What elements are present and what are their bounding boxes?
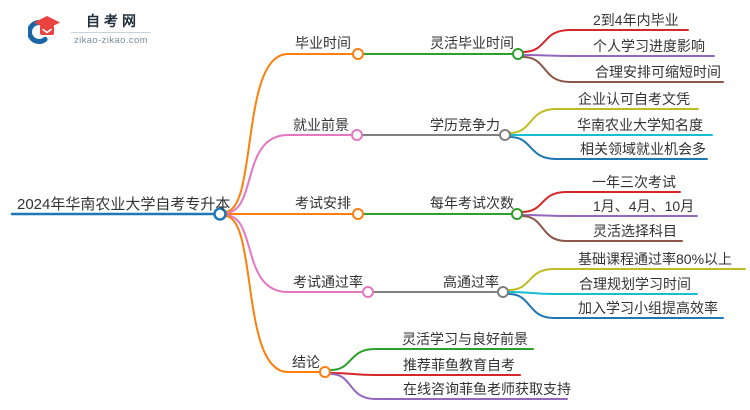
leaf-three-exams-per-year: 一年三次考试 (592, 174, 676, 190)
pass-rate-circle[interactable] (362, 286, 374, 298)
leaf-personal-study-pace: 个人学习进度影响 (593, 38, 705, 54)
leaf-recommend-feiyu-education: 推荐菲鱼教育自考 (403, 357, 515, 373)
link-personal-study-pace (522, 54, 715, 57)
link-graduate-in-2-4-years (522, 29, 689, 53)
root-node-label: 2024年华南农业大学自考专升本 (17, 196, 230, 213)
link-graduation-time (224, 53, 353, 213)
link-exam-months (521, 214, 698, 217)
leaf-online-consult-feiyu: 在线咨询菲鱼老师获取支持 (403, 381, 571, 397)
site-logo: 自考网 zikao-zikao.com (28, 13, 151, 46)
node-flexible-graduation-time: 灵活毕业时间 (430, 35, 514, 51)
link-flexible-subject-choice (521, 215, 683, 242)
root-node-circle[interactable] (213, 207, 227, 221)
degree-competitiveness-circle[interactable] (499, 129, 511, 141)
logo-divider (71, 31, 151, 33)
link-recommend-feiyu-education (330, 372, 521, 376)
graduation-time-circle[interactable] (352, 48, 364, 60)
branch-employment-prospects: 就业前景 (293, 117, 349, 133)
link-study-group (508, 293, 724, 319)
link-conclusion (224, 215, 320, 373)
link-online-consult-feiyu (330, 373, 568, 400)
link-pass-rate (224, 214, 363, 293)
node-degree-competitiveness: 学历竞争力 (430, 117, 500, 133)
leaf-study-group: 加入学习小组提高效率 (578, 300, 718, 316)
link-employment-prospects (224, 134, 352, 214)
logo-domain: zikao-zikao.com (73, 34, 149, 46)
branch-pass-rate: 考试通过率 (293, 274, 363, 290)
leaf-plan-study-time: 合理规划学习时间 (579, 276, 691, 292)
leaf-flexible-subject-choice: 灵活选择科目 (593, 223, 677, 239)
link-more-job-opportunities (509, 136, 708, 160)
leaf-more-job-opportunities: 相关领域就业机会多 (580, 141, 706, 157)
branch-conclusion: 结论 (292, 354, 320, 370)
link-basic-course-pass-rate (508, 268, 746, 291)
leaf-basic-course-pass-rate: 基础课程通过率80%以上 (578, 251, 732, 267)
node-high-pass-rate: 高通过率 (443, 274, 499, 290)
exam-schedule-circle[interactable] (352, 208, 364, 220)
link-shorten-time-with-planning (522, 56, 724, 83)
graduation-cap-icon (28, 16, 60, 45)
leaf-shorten-time-with-planning: 合理安排可缩短时间 (595, 64, 721, 80)
node-exams-per-year: 每年考试次数 (430, 195, 514, 211)
flexible-graduation-time-circle[interactable] (512, 48, 524, 60)
link-plan-study-time (508, 291, 698, 295)
conclusion-circle[interactable] (319, 366, 331, 378)
leaf-enterprises-recognize-diploma: 企业认可自考文凭 (578, 91, 690, 107)
link-enterprises-recognize-diploma (509, 108, 699, 134)
link-flexible-learning-good-prospects (330, 348, 534, 371)
logo-title: 自考网 (86, 13, 140, 29)
leaf-graduate-in-2-4-years: 2到4年内毕业 (593, 12, 679, 28)
high-pass-rate-circle[interactable] (497, 286, 509, 298)
leaf-flexible-learning-good-prospects: 灵活学习与良好前景 (402, 331, 528, 347)
link-three-exams-per-year (521, 191, 681, 213)
branch-exam-schedule: 考试安排 (295, 195, 351, 211)
exams-per-year-circle[interactable] (511, 208, 523, 220)
leaf-university-reputation: 华南农业大学知名度 (577, 117, 703, 133)
branch-graduation-time: 毕业时间 (295, 35, 351, 51)
employment-prospects-circle[interactable] (351, 129, 363, 141)
leaf-exam-months: 1月、4月、10月 (593, 198, 694, 214)
